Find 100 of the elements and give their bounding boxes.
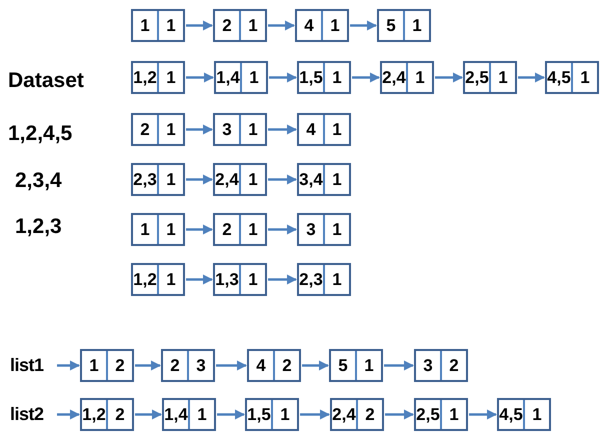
count-text: 1 xyxy=(415,69,425,86)
arrow xyxy=(216,360,247,370)
count-text: 1 xyxy=(332,221,342,238)
count-text: 2 xyxy=(365,406,375,423)
count-text: 1 xyxy=(412,17,422,34)
dataset-label: 2,3,4 xyxy=(15,170,62,191)
arrow xyxy=(268,224,297,234)
arrow xyxy=(352,72,380,82)
count-text: 2 xyxy=(115,406,125,423)
arrow xyxy=(268,20,295,30)
count-text: 1 xyxy=(248,271,258,288)
arrow xyxy=(268,274,297,284)
arrow xyxy=(469,410,497,420)
arrow xyxy=(135,360,161,370)
count-text: 1 xyxy=(280,406,290,423)
list-node xyxy=(131,263,185,296)
itemset-text: 2 xyxy=(222,221,232,238)
itemset-text: 1,5 xyxy=(247,406,271,423)
itemset-text: 2 xyxy=(222,17,232,34)
arrow xyxy=(186,20,213,30)
arrow xyxy=(300,410,330,420)
itemset-text: 2 xyxy=(170,357,180,374)
list-node xyxy=(414,349,468,382)
count-text: 1 xyxy=(166,69,176,86)
list-node xyxy=(213,263,267,296)
itemset-text: 1 xyxy=(89,357,99,374)
count-text: 3 xyxy=(196,357,206,374)
list-node xyxy=(161,349,215,382)
itemset-text: 1,2 xyxy=(133,69,157,86)
itemset-text: 3 xyxy=(222,121,232,138)
count-text: 1 xyxy=(332,171,342,188)
count-text: 1 xyxy=(249,69,259,86)
dataset-label: 1,2,4,5 xyxy=(8,123,72,144)
itemset-text: 4 xyxy=(304,17,314,34)
arrow xyxy=(57,410,80,420)
count-text: 2 xyxy=(115,357,125,374)
itemset-text: 2,4 xyxy=(215,171,239,188)
list-node xyxy=(131,9,185,42)
list-node xyxy=(329,349,383,382)
list-node xyxy=(214,61,268,94)
list-node xyxy=(297,61,351,94)
count-text: 1 xyxy=(330,17,340,34)
itemset-text: 3 xyxy=(423,357,433,374)
arrow xyxy=(350,20,377,30)
count-text: 1 xyxy=(166,171,176,188)
itemset-text: 1 xyxy=(140,221,150,238)
list-node xyxy=(297,213,351,246)
arrow xyxy=(385,410,414,420)
list-node xyxy=(131,213,185,246)
count-text: 1 xyxy=(248,17,258,34)
itemset-text: 2,5 xyxy=(416,406,440,423)
arrow xyxy=(186,72,214,82)
count-text: 1 xyxy=(580,69,590,86)
itemset-text: 2 xyxy=(140,121,150,138)
itemset-text: 4 xyxy=(256,357,266,374)
list-node xyxy=(213,113,267,146)
count-text: 1 xyxy=(197,406,207,423)
count-text: 1 xyxy=(332,69,342,86)
arrow xyxy=(57,360,80,370)
arrow xyxy=(384,360,414,370)
arrow xyxy=(518,72,545,82)
list-node xyxy=(297,163,351,196)
count-text: 1 xyxy=(498,69,508,86)
count-text: 2 xyxy=(449,357,459,374)
count-text: 1 xyxy=(166,221,176,238)
list-node xyxy=(545,61,599,94)
list-node xyxy=(213,163,267,196)
arrow xyxy=(186,174,213,184)
arrow xyxy=(269,72,297,82)
list-node xyxy=(377,9,431,42)
itemset-text: 4 xyxy=(306,121,316,138)
count-text: 1 xyxy=(166,121,176,138)
itemset-text: 1 xyxy=(140,17,150,34)
list-node xyxy=(131,163,185,196)
list-node xyxy=(245,398,299,431)
arrow xyxy=(435,72,463,82)
list-label: list2 xyxy=(10,398,56,431)
count-text: 1 xyxy=(248,171,258,188)
itemset-text: 1,2 xyxy=(82,406,106,423)
arrow xyxy=(186,124,213,134)
list-node xyxy=(297,113,351,146)
list-node xyxy=(247,349,301,382)
dataset-label: Dataset xyxy=(8,70,84,91)
count-text: 2 xyxy=(282,357,292,374)
itemset-text: 1,5 xyxy=(299,69,323,86)
list-node xyxy=(162,398,216,431)
list-node xyxy=(330,398,384,431)
list-node xyxy=(80,349,134,382)
list-node xyxy=(295,9,349,42)
itemset-text: 5 xyxy=(338,357,348,374)
list-node xyxy=(131,113,185,146)
count-text: 1 xyxy=(166,17,176,34)
itemset-text: 4,5 xyxy=(499,406,523,423)
itemset-text: 2,4 xyxy=(332,406,356,423)
list-node xyxy=(80,398,134,431)
count-text: 1 xyxy=(248,121,258,138)
arrow xyxy=(302,360,329,370)
list-label: list1 xyxy=(10,349,56,382)
arrow xyxy=(186,224,213,234)
itemset-text: 3,4 xyxy=(299,171,323,188)
